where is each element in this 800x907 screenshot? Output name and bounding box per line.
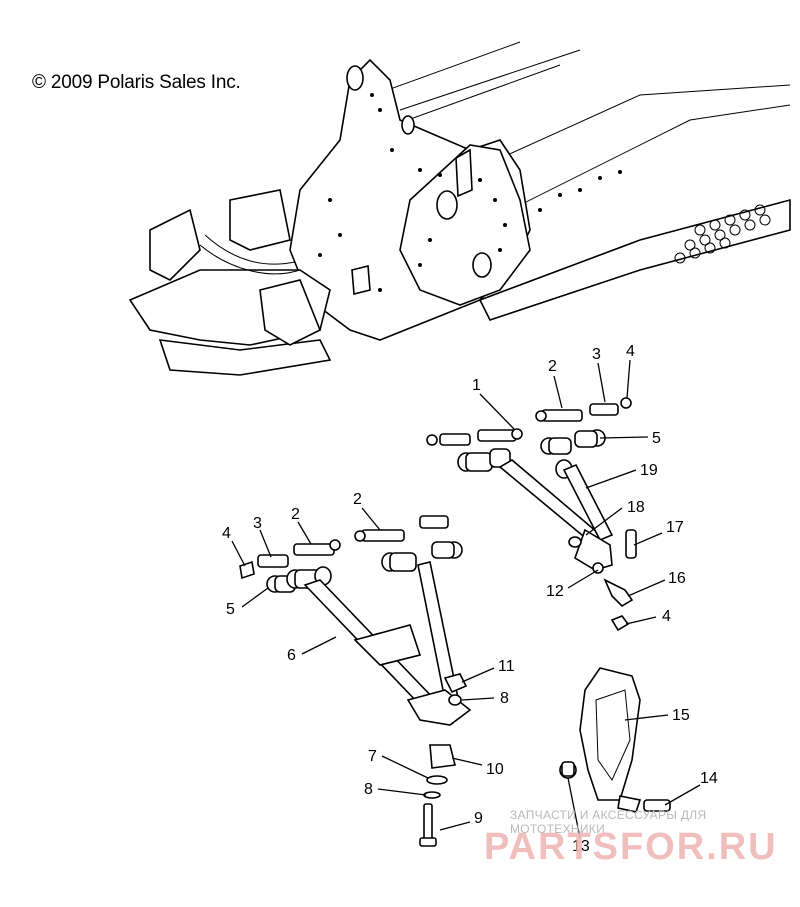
callout-9: 9 — [474, 810, 483, 827]
callout-5b: 5 — [226, 601, 235, 618]
watermark-tagline: ЗАПЧАСТИ И АКСЕССУАРЫ ДЛЯ МОТОТЕХНИКИ — [510, 808, 707, 836]
callout-5: 5 — [652, 430, 661, 447]
callout-1: 1 — [472, 377, 481, 394]
chassis-frame — [128, 41, 791, 376]
callout-7: 7 — [368, 748, 377, 765]
callout-16: 16 — [668, 570, 686, 587]
callout-2: 2 — [548, 358, 557, 375]
callout-10: 10 — [486, 761, 504, 778]
callout-3: 3 — [592, 346, 601, 363]
upper-a-arm-assembly — [426, 397, 637, 632]
callout-6: 6 — [287, 647, 296, 664]
spindle-assembly — [559, 667, 671, 813]
copyright-text: © 2009 Polaris Sales Inc. — [32, 72, 241, 93]
callout-14: 14 — [700, 770, 718, 787]
callout-8b: 8 — [364, 781, 373, 798]
lower-a-arm-assembly — [239, 515, 472, 847]
callout-4c: 4 — [222, 525, 231, 542]
callout-3b: 3 — [253, 515, 262, 532]
leader-lines — [231, 359, 701, 839]
callout-17: 17 — [666, 519, 684, 536]
callout-15: 15 — [672, 707, 690, 724]
callout-2c: 2 — [353, 491, 362, 508]
callout-4: 4 — [626, 343, 635, 360]
callout-18: 18 — [627, 499, 645, 516]
callout-8: 8 — [500, 690, 509, 707]
watermark-logo: PARTSFOR.RU — [484, 826, 778, 868]
callout-2b: 2 — [291, 506, 300, 523]
callout-12: 12 — [546, 583, 564, 600]
callout-4b: 4 — [662, 608, 671, 625]
callout-labels: 1 2 3 4 5 19 18 17 12 16 4 4 3 2 2 5 6 1… — [222, 343, 718, 855]
callout-19: 19 — [640, 462, 658, 479]
callout-11: 11 — [498, 658, 515, 675]
callout-13: 13 — [572, 838, 590, 855]
